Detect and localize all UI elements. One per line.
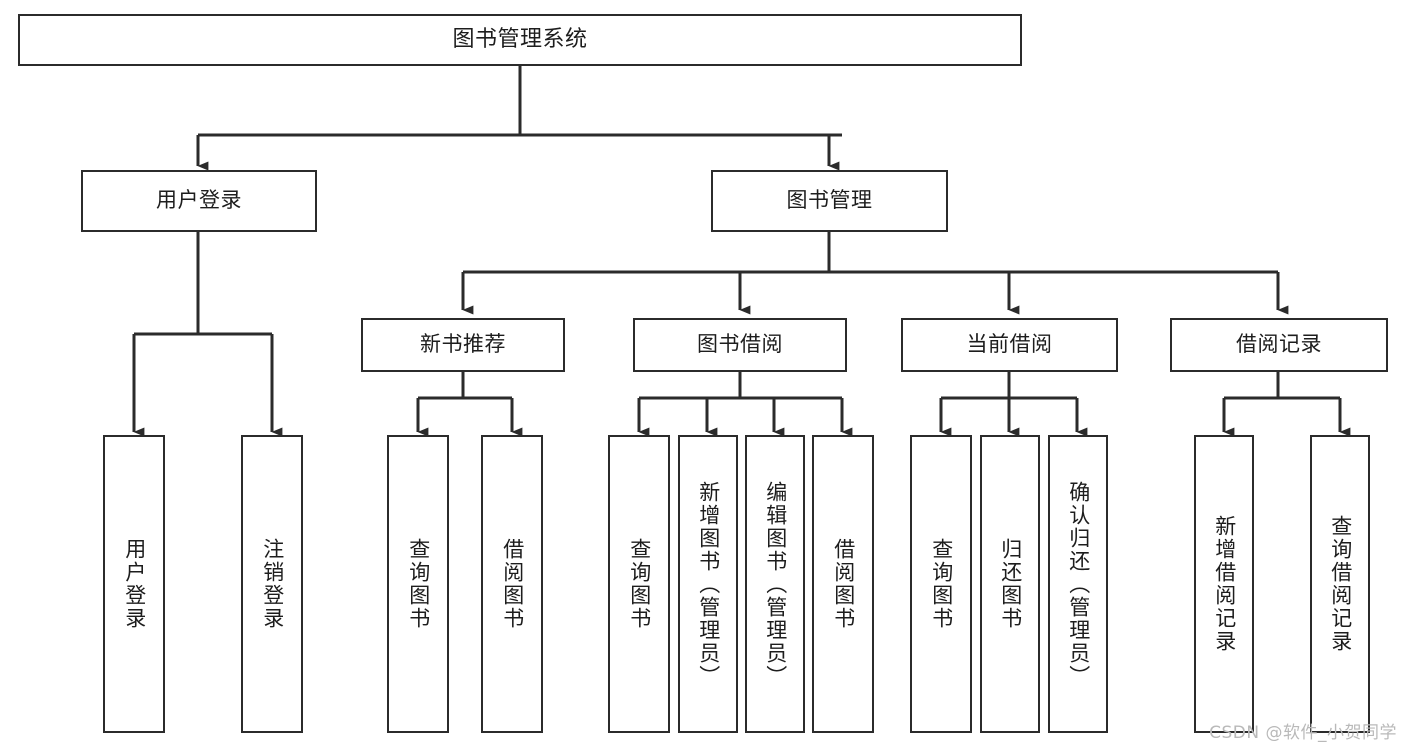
node-leaf-query-borrow-record-label: 查询借阅记录 xyxy=(1328,515,1353,653)
node-borrow-record[interactable]: 借阅记录 xyxy=(1170,318,1388,372)
node-leaf-add-book-admin-label: 新增图书（管理员） xyxy=(696,480,721,688)
node-leaf-borrow-book-2[interactable]: 借阅图书 xyxy=(812,435,874,733)
node-leaf-confirm-return-admin-label: 确认归还（管理员） xyxy=(1066,480,1091,688)
node-root-label: 图书管理系统 xyxy=(452,26,588,52)
node-leaf-query-book-3-label: 查询图书 xyxy=(929,538,954,630)
node-leaf-logout-login[interactable]: 注销登录 xyxy=(241,435,303,733)
node-new-book-recommend[interactable]: 新书推荐 xyxy=(361,318,565,372)
node-leaf-return-book-label: 归还图书 xyxy=(998,538,1023,630)
node-new-book-recommend-label: 新书推荐 xyxy=(420,332,506,357)
node-root[interactable]: 图书管理系统 xyxy=(18,14,1022,66)
node-leaf-query-borrow-record[interactable]: 查询借阅记录 xyxy=(1310,435,1370,733)
node-current-borrow-label: 当前借阅 xyxy=(966,332,1053,357)
node-leaf-borrow-book-1-label: 借阅图书 xyxy=(500,538,525,630)
node-leaf-query-book-1[interactable]: 查询图书 xyxy=(387,435,449,733)
node-leaf-return-book[interactable]: 归还图书 xyxy=(980,435,1040,733)
node-leaf-confirm-return-admin[interactable]: 确认归还（管理员） xyxy=(1048,435,1108,733)
node-leaf-query-book-2[interactable]: 查询图书 xyxy=(608,435,670,733)
node-current-borrow[interactable]: 当前借阅 xyxy=(901,318,1118,372)
node-user-login-label: 用户登录 xyxy=(156,188,242,213)
node-leaf-borrow-book-1[interactable]: 借阅图书 xyxy=(481,435,543,733)
csdn-watermark: CSDN @软件_小贺同学 xyxy=(1209,723,1397,743)
node-leaf-edit-book-admin-label: 编辑图书（管理员） xyxy=(763,480,788,688)
node-book-manage-label: 图书管理 xyxy=(786,188,873,213)
node-book-borrow-label: 图书借阅 xyxy=(697,332,783,357)
node-leaf-add-borrow-record[interactable]: 新增借阅记录 xyxy=(1194,435,1254,733)
node-leaf-borrow-book-2-label: 借阅图书 xyxy=(831,538,856,630)
node-leaf-user-login[interactable]: 用户登录 xyxy=(103,435,165,733)
node-leaf-user-login-label: 用户登录 xyxy=(122,538,147,630)
node-leaf-edit-book-admin[interactable]: 编辑图书（管理员） xyxy=(745,435,805,733)
node-leaf-query-book-1-label: 查询图书 xyxy=(406,538,431,630)
node-leaf-query-book-2-label: 查询图书 xyxy=(627,538,652,630)
node-leaf-logout-login-label: 注销登录 xyxy=(260,538,285,630)
node-book-manage[interactable]: 图书管理 xyxy=(711,170,948,232)
node-leaf-add-book-admin[interactable]: 新增图书（管理员） xyxy=(678,435,738,733)
node-leaf-add-borrow-record-label: 新增借阅记录 xyxy=(1212,515,1237,653)
node-borrow-record-label: 借阅记录 xyxy=(1236,332,1322,357)
node-user-login[interactable]: 用户登录 xyxy=(81,170,317,232)
node-leaf-query-book-3[interactable]: 查询图书 xyxy=(910,435,972,733)
node-book-borrow[interactable]: 图书借阅 xyxy=(633,318,847,372)
